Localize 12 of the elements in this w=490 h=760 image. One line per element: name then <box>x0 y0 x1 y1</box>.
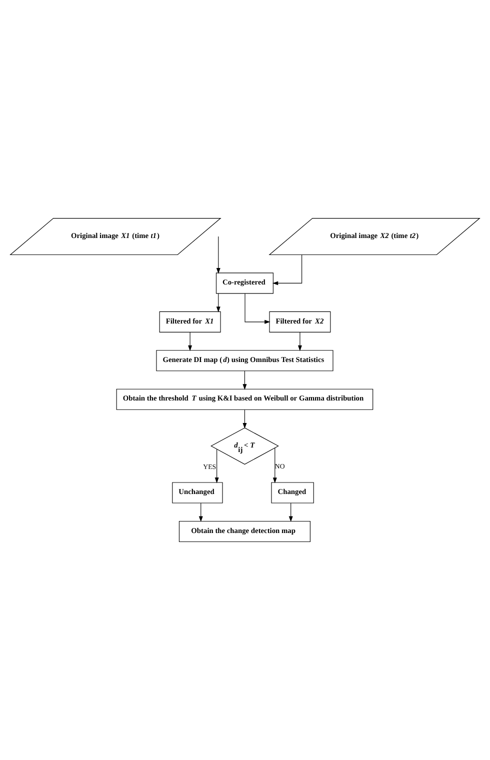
arrow <box>288 502 293 522</box>
arrow <box>298 332 302 352</box>
arrow <box>272 254 302 286</box>
arrow <box>244 293 270 324</box>
arrow <box>216 236 220 274</box>
arrow <box>198 502 203 522</box>
arrow <box>188 332 192 352</box>
arrow <box>216 293 220 312</box>
arrow <box>214 448 219 484</box>
arrow <box>242 370 247 390</box>
arrow <box>272 448 277 484</box>
arrow <box>242 409 247 429</box>
